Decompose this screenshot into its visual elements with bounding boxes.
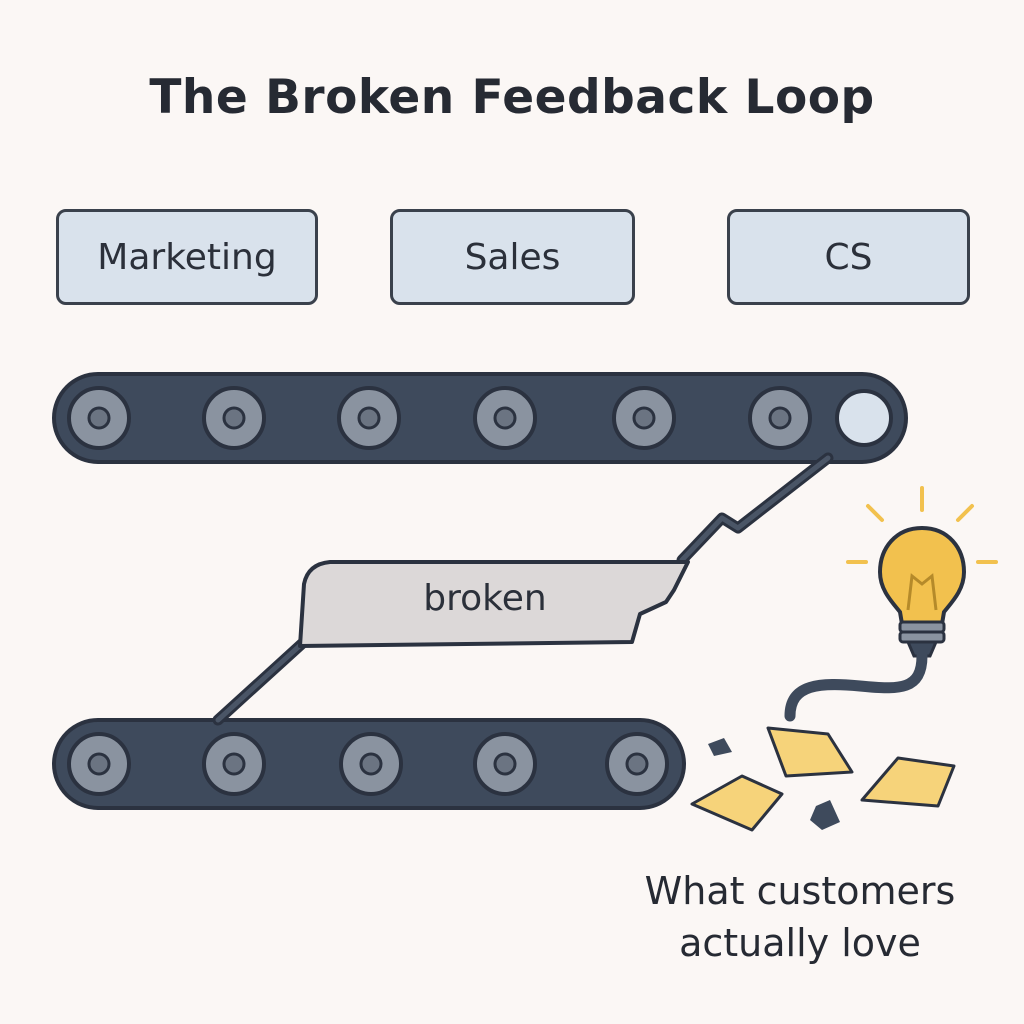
department-box-sales: Sales [390,209,635,305]
department-box-marketing: Marketing [56,209,318,305]
broken-connector-lower [212,634,312,726]
broken-plate [298,560,690,648]
caption-line-2: actually love [679,921,921,965]
broken-label: broken [423,578,547,619]
upper-conveyor-belt-icon [52,372,908,464]
caption-line-1: What customers [644,869,956,913]
broken-connector-upper [676,452,834,566]
lightbulb-rays [846,486,998,564]
lightbulb-caption: What customers actually love [610,865,990,969]
lower-conveyor-belt-icon [52,718,686,810]
upper-belt-rollers [67,386,893,450]
lightbulb-icon [784,486,998,722]
paper-scrap-icon [690,726,956,832]
department-box-cs: CS [727,209,970,305]
lower-belt-rollers [67,732,669,796]
diagram-title: The Broken Feedback Loop [149,70,875,125]
